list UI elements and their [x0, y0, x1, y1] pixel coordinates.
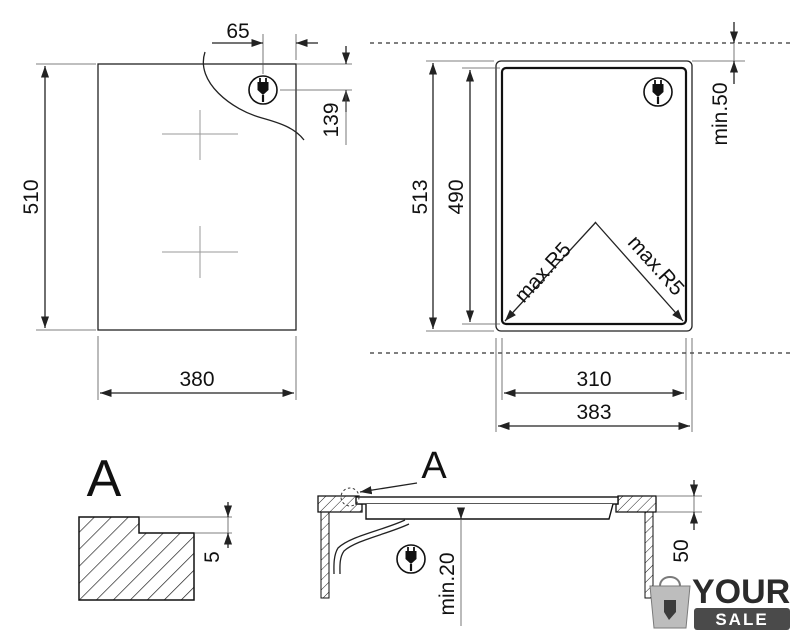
corner-radius-left: max.R5: [510, 238, 576, 307]
cutout-outer: [495, 60, 693, 332]
dim-cutout-height-inner: 490: [445, 179, 468, 214]
hob-top-view: 510 380 65 139: [20, 20, 352, 400]
hob-body: [365, 503, 614, 520]
burner-bottom: [162, 226, 238, 278]
power-cable: [202, 51, 305, 141]
dim-worktop-depth: 50: [670, 539, 693, 562]
logo-text-top: YOUR: [692, 573, 790, 611]
dim-under-clearance: min.20: [436, 552, 459, 615]
hob-glass: [355, 496, 619, 505]
dim-detail-step: 5: [201, 551, 224, 563]
dim-top-width: 380: [179, 368, 214, 391]
detail-label: A: [87, 450, 122, 508]
dim-top-height: 510: [20, 179, 43, 214]
cutout-view: 513 490 310 383 min.50 max.R5 max.R5: [370, 22, 790, 432]
dim-plug-y: 139: [320, 102, 343, 137]
plug-icon: [395, 543, 427, 575]
dim-cutout-width-outer: 383: [576, 401, 611, 424]
cutout-inner: [500, 66, 688, 326]
dim-cutout-height-outer: 513: [409, 179, 432, 214]
worktop-section: [78, 516, 195, 601]
dim-cutout-clearance: min.50: [709, 82, 732, 145]
dim-cutout-width-inner: 310: [576, 368, 611, 391]
hob-outline: [97, 63, 297, 331]
logo-text-bottom: SALE: [715, 610, 768, 629]
side-section: A min.20 50: [317, 445, 702, 626]
dim-plug-x: 65: [226, 20, 249, 43]
yoursale-logo: YOUR SALE: [649, 573, 790, 630]
plug-icon: [247, 74, 279, 106]
detail-callout: A: [421, 445, 447, 487]
burner-top: [162, 110, 238, 160]
detail-a: A 5: [78, 450, 233, 601]
plug-icon: [642, 76, 674, 108]
